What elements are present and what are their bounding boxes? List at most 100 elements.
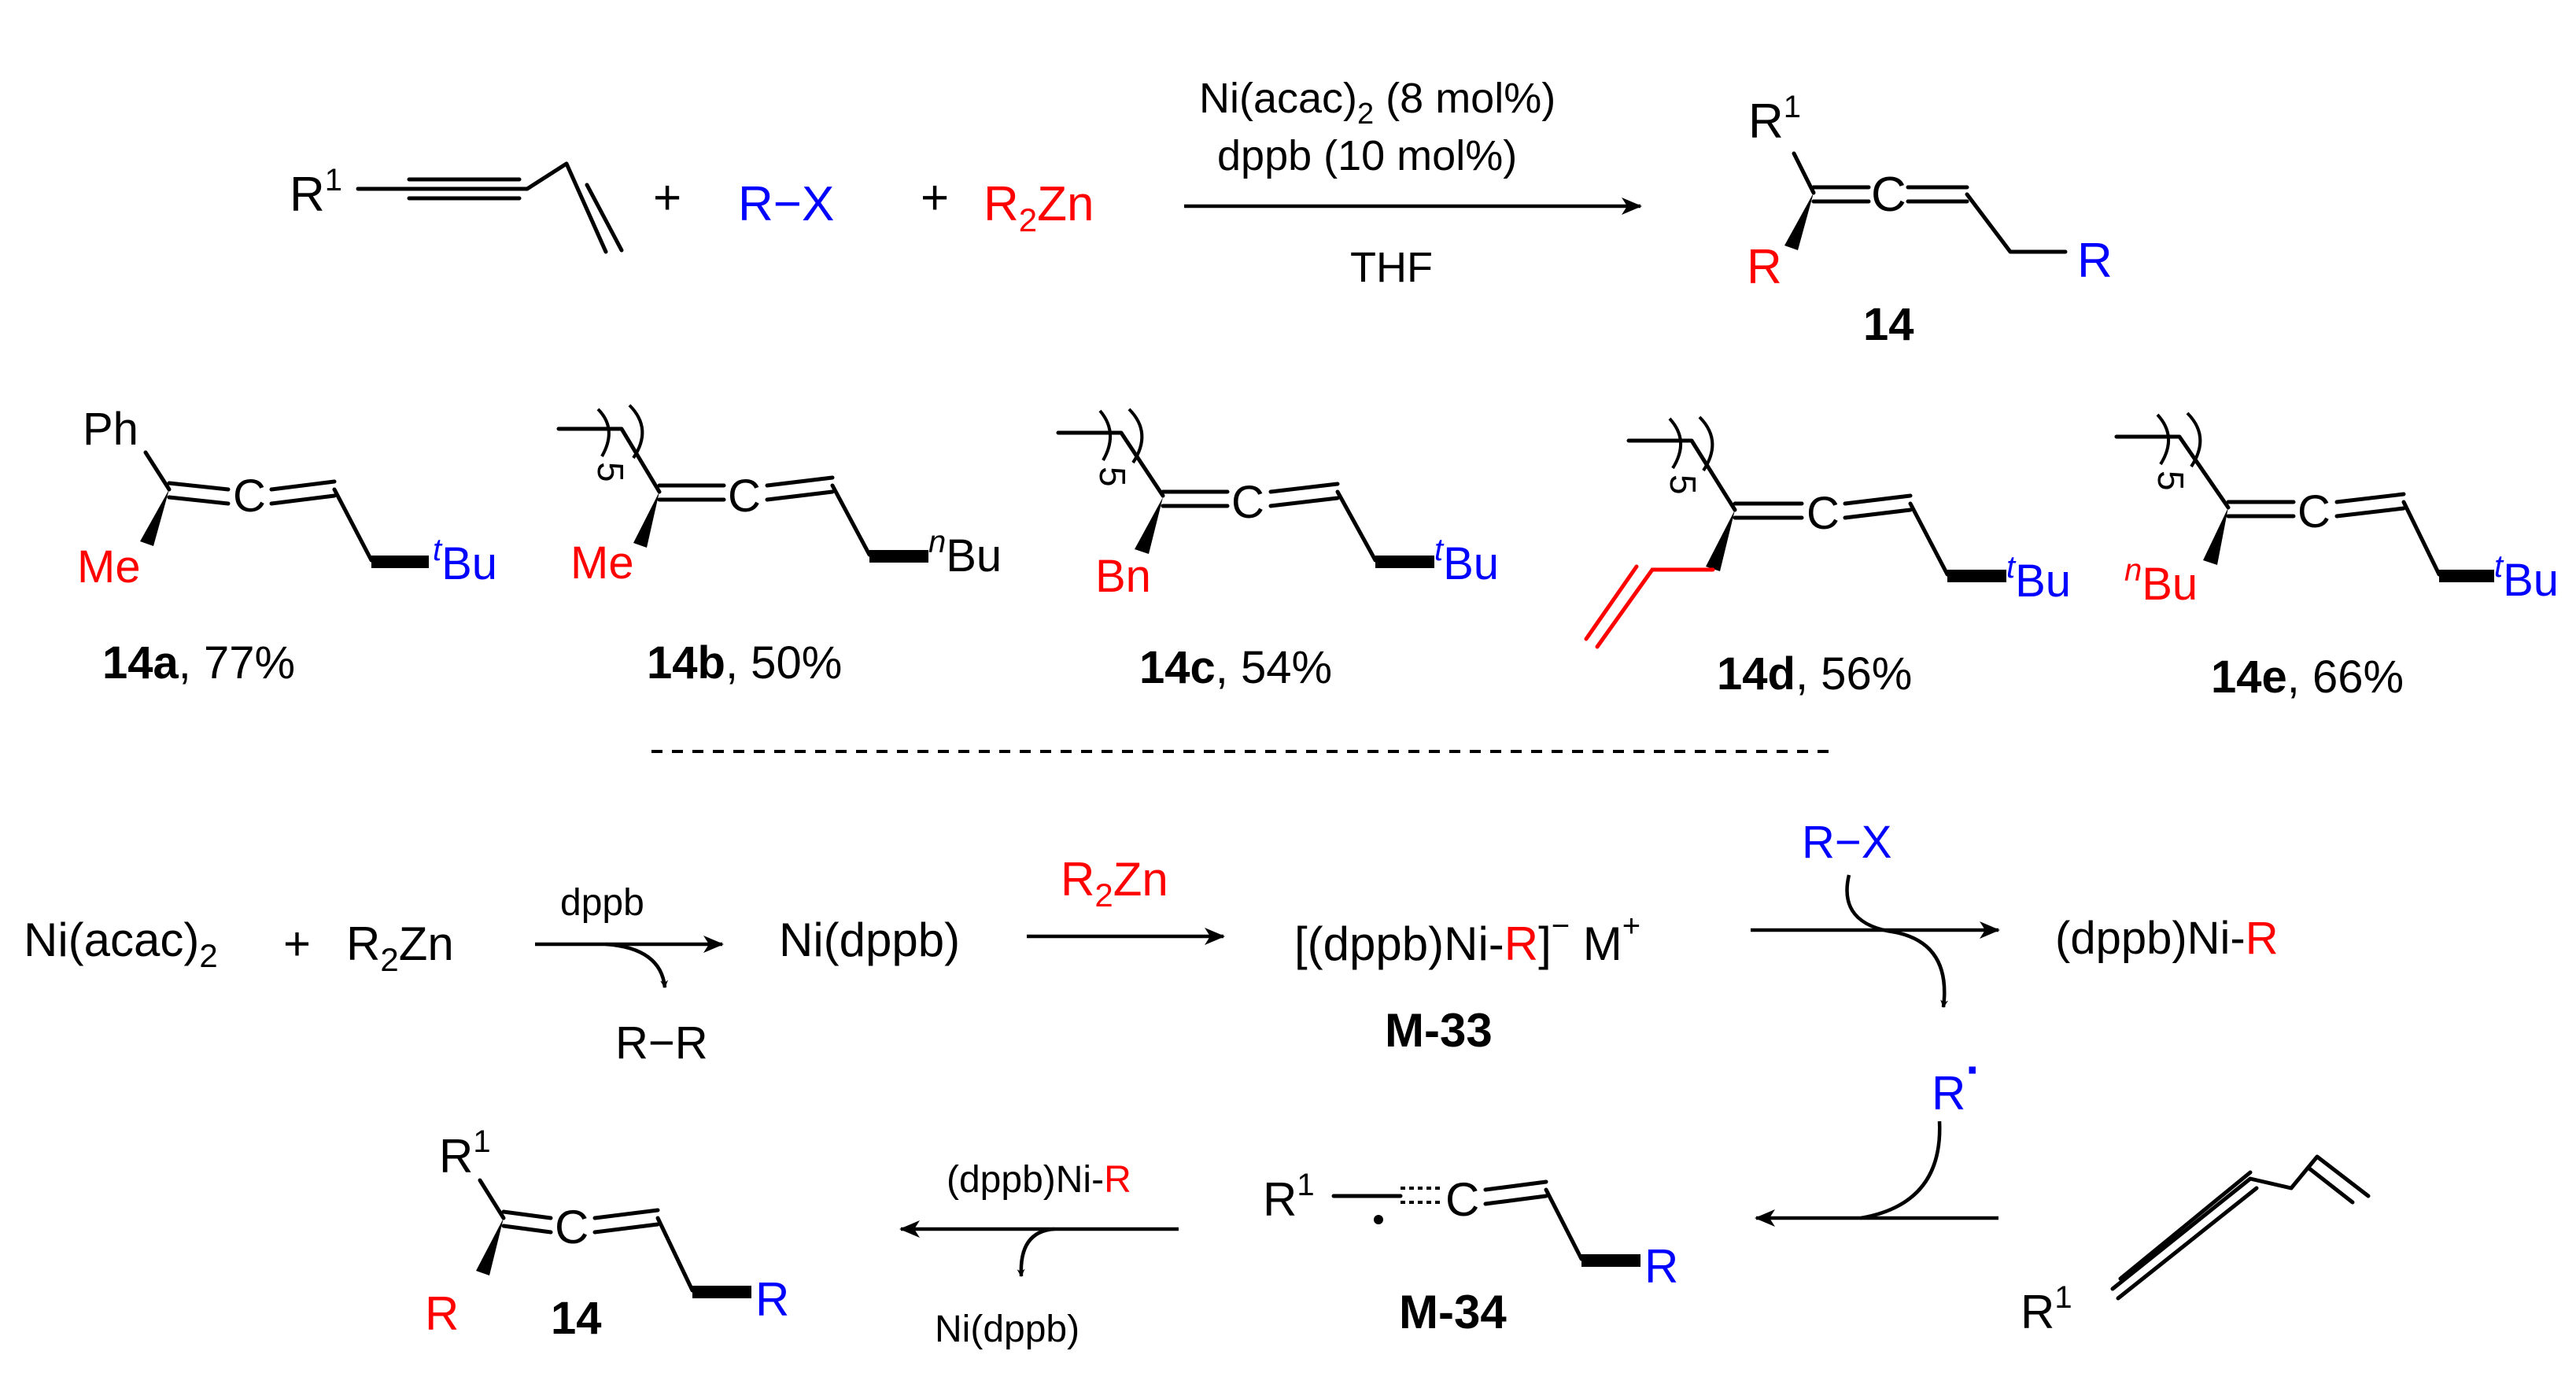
prod-r-blue: R (755, 1273, 789, 1326)
prod-r-red: R (425, 1287, 459, 1340)
ex-14b-caption: 14b, 50% (647, 637, 842, 688)
mech-dppbnir: (dppb)Ni-R (2055, 913, 2279, 964)
bond (2110, 1154, 2371, 1291)
bond (143, 450, 172, 492)
bond (830, 483, 872, 557)
allene-c: C (1231, 477, 1264, 528)
bond (1908, 501, 1950, 577)
mech-m33-label: M-33 (1385, 1004, 1493, 1057)
bond (1335, 489, 1378, 563)
ex-14b-nbu: nBu (928, 525, 1002, 581)
mech-curve-1 (605, 942, 669, 988)
paren (2186, 412, 2202, 468)
paren (596, 408, 611, 457)
solvent-condition: THF (1350, 244, 1433, 291)
wedge (140, 489, 169, 546)
mech-step-out: Ni(dppb) (935, 1309, 1079, 1350)
mech-m34-label: M-34 (1399, 1286, 1507, 1338)
mech-m34: R1 C R M-34 (1263, 1168, 1678, 1338)
mech-product-14: R1 C R R 14 (425, 1124, 789, 1344)
paren (1668, 417, 1683, 470)
mech-m33: [(dppb)Ni-R]− M+ (1294, 909, 1640, 970)
mech-curve-3 (1845, 874, 1949, 1008)
m34-r1: R1 (1263, 1168, 1315, 1226)
mech-enyne: R1 (2021, 1154, 2371, 1338)
enyne-r1: R1 (2021, 1280, 2072, 1338)
bond (269, 479, 337, 506)
ex-14a-tbu: tBu (433, 533, 497, 589)
bond (765, 475, 835, 502)
ex-14e-tbu: tBu (2494, 549, 2559, 606)
catalyst-condition: Ni(acac)2 (8 mol%) (1199, 75, 1556, 131)
mech-plus: + (283, 917, 311, 970)
mech-r2zn: R2Zn (346, 917, 454, 978)
product-label: 14 (1863, 299, 1914, 350)
bond (1268, 482, 1340, 508)
wedge (476, 1218, 504, 1275)
bond (1401, 1187, 1444, 1204)
ex-14e-nbu: nBu (2124, 553, 2198, 610)
allene-c: C (233, 471, 266, 522)
ex-14d-tbu: tBu (2006, 550, 2071, 607)
allene-c: C (1807, 488, 1840, 539)
bond (2334, 492, 2406, 519)
bond (1544, 1187, 1584, 1261)
mech-curve-4 (1860, 1120, 1942, 1220)
bond (332, 487, 374, 563)
example-14e: 5 C nBu tBu 14e, 66% (2114, 412, 2559, 703)
mech-dppb: dppb (560, 882, 644, 924)
bond (655, 1216, 695, 1293)
bond (2307, 1166, 2355, 1205)
plus-sign: + (653, 171, 681, 225)
alkyl-halide: R−X (738, 177, 834, 231)
wedge (2439, 570, 2494, 582)
mech-r2zn-red: R2Zn (1061, 853, 1168, 914)
bond (167, 481, 231, 506)
bond (501, 1209, 553, 1235)
wedge (633, 492, 659, 548)
wedge (1581, 1254, 1640, 1267)
mechanism: Ni(acac)2 + R2Zn dppb R−R Ni(dppb) R2Zn … (24, 817, 2371, 1350)
example-14a: Ph C Me tBu 14a, 77% (77, 404, 497, 688)
bond (1056, 430, 1165, 498)
prod-c: C (555, 1201, 589, 1253)
mech-radical: R· (1932, 1043, 1981, 1120)
paren (1127, 408, 1144, 464)
mech-ni-dppb: Ni(dppb) (779, 914, 960, 966)
ex-14e-n: 5 (2150, 471, 2191, 491)
bond (2226, 500, 2296, 519)
wedge (869, 550, 928, 563)
bond (478, 1178, 506, 1220)
bond (2114, 434, 2231, 510)
ex-14a-ph: Ph (83, 404, 138, 455)
product-r1: R1 (1748, 90, 1801, 149)
bond (556, 426, 662, 494)
ex-14d-allyl (1584, 564, 1715, 649)
wedge (1706, 510, 1735, 571)
ex-14b-n: 5 (590, 462, 631, 482)
enyne-reagent: R1 (290, 161, 624, 254)
ex-14c-caption: 14c, 54% (1139, 642, 1332, 693)
mech-rx: R−X (1802, 817, 1891, 868)
mech-ni-acac: Ni(acac)2 (24, 914, 218, 974)
bond (2401, 500, 2441, 577)
mech-rr: R−R (615, 1017, 708, 1069)
ex-14e-caption: 14e, 66% (2211, 652, 2404, 703)
example-14d: 5 C tBu 14d, 56% (1584, 415, 2071, 700)
example-14b: 5 C Me nBu 14b, 50% (556, 404, 1002, 688)
ex-14a-caption: 14a, 77% (102, 637, 295, 688)
product-r-red: R (1747, 240, 1782, 294)
product-14: R1 C R R 14 (1747, 90, 2113, 350)
allene-c: C (2297, 486, 2331, 537)
bond (1626, 438, 1737, 512)
m34-r: R (1644, 1240, 1678, 1293)
ex-14c-tbu: tBu (1434, 533, 1499, 589)
plus-sign-2: + (921, 171, 949, 225)
paren (628, 404, 644, 460)
chain-bond (1965, 192, 2068, 254)
bond (1161, 489, 1230, 508)
product-r-blue: R (2077, 234, 2113, 288)
prod-r1: R1 (439, 1124, 491, 1183)
ligand-condition: dppb (10 mol%) (1217, 132, 1517, 179)
